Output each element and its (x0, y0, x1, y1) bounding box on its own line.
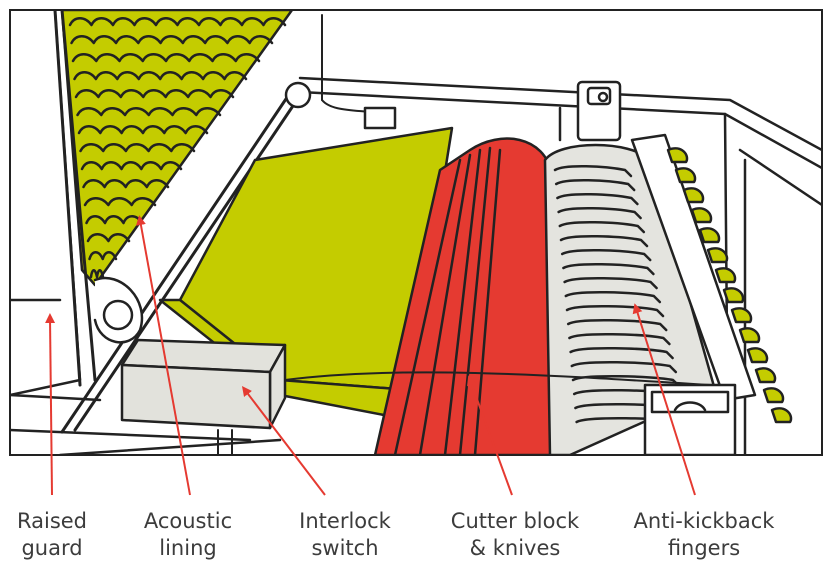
lining-wave (88, 251, 118, 261)
rail-tooth (666, 147, 689, 164)
cutter-block (373, 137, 562, 455)
lining-wave (82, 179, 170, 189)
rail-tooth (674, 167, 697, 184)
lining-wave (74, 89, 235, 99)
guard-rod (60, 81, 312, 434)
interlock-switch-box (120, 338, 711, 455)
arrow-raised-guard (45, 313, 56, 496)
label-interlock-switch-line2: switch (311, 536, 379, 560)
rail-tooth (762, 387, 785, 404)
finger-stroke (566, 319, 668, 332)
label-anti-kickback: Anti-kickback fingers (620, 508, 788, 562)
machine-casing (10, 76, 822, 455)
finger-stroke (557, 206, 642, 220)
finger-stroke (564, 291, 662, 304)
finger-stroke (568, 333, 671, 346)
label-anti-kickback-line1: Anti-kickback (633, 509, 775, 533)
rail-tooth (690, 207, 713, 224)
finger-stroke (558, 220, 646, 234)
label-cutter-block-line1: Cutter block (450, 509, 580, 533)
roller-housing (643, 383, 737, 455)
label-raised-guard-line2: guard (21, 536, 83, 560)
label-raised-guard-line1: Raised (16, 509, 88, 533)
label-interlock-switch: Interlock switch (280, 508, 410, 562)
label-anti-kickback-line2: fingers (667, 536, 741, 560)
finger-stroke (565, 305, 665, 318)
finger-stroke (553, 164, 633, 178)
outfeed-rail (630, 133, 793, 424)
lining-wave (79, 143, 196, 153)
rail-tooth (698, 227, 721, 244)
rail-tooth (682, 187, 705, 204)
lining-wave (80, 161, 183, 171)
lining-wave (76, 107, 222, 117)
rail-tooth (746, 347, 769, 364)
lining-wave (77, 125, 209, 135)
finger-stroke (560, 249, 652, 262)
raised-guard (10, 10, 294, 397)
label-acoustic-lining-line1: Acoustic (143, 509, 233, 533)
label-acoustic-lining: Acoustic lining (126, 508, 250, 562)
rail-tooth (722, 287, 745, 304)
arrow-interlock-switch (241, 386, 326, 496)
label-cutter-block-line2: & knives (469, 536, 561, 560)
top-clamp (576, 80, 622, 142)
rail-tooth (714, 267, 737, 284)
rail-tooth (770, 407, 793, 424)
rail-tooth (730, 307, 753, 324)
label-interlock-switch-line1: Interlock (299, 509, 391, 533)
lining-wave (86, 233, 131, 243)
rail-tooth (738, 327, 761, 344)
lining-wave (83, 197, 157, 207)
arrow-anti-kickback (632, 303, 696, 496)
label-acoustic-lining-line2: lining (159, 536, 217, 560)
arrow-acoustic-lining (135, 215, 191, 496)
lining-wave (85, 215, 144, 225)
finger-stroke (556, 192, 639, 206)
rail-tooth (754, 367, 777, 384)
lining-wave (71, 53, 261, 63)
arrow-cutter-block (467, 375, 513, 496)
lining-wave (68, 17, 287, 27)
finger-stroke (563, 277, 658, 290)
label-raised-guard: Raised guard (0, 508, 104, 562)
finger-stroke (569, 347, 674, 360)
label-cutter-block: Cutter block & knives (440, 508, 590, 562)
finger-stroke (562, 263, 655, 276)
lining-wave (89, 269, 105, 279)
diagram-frame (9, 9, 823, 456)
finger-stroke (559, 235, 649, 248)
finger-stroke (554, 178, 636, 192)
rail-tooth (706, 247, 729, 264)
finger-stroke (570, 360, 678, 374)
lining-wave (73, 71, 248, 81)
lining-wave (70, 35, 274, 45)
cable (321, 14, 397, 130)
